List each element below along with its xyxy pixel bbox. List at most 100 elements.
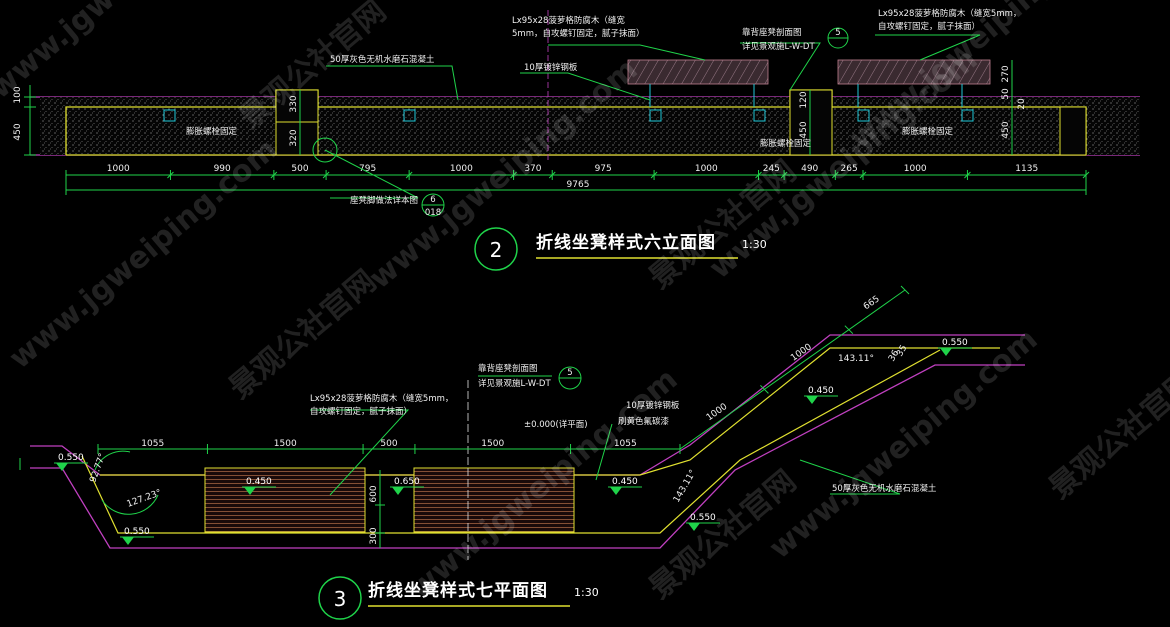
dim-right-3: 20	[1017, 98, 1027, 110]
plan-dim-vert-1: 600	[369, 485, 379, 502]
dim-post-b-1: 450	[799, 121, 809, 138]
plan-dim-diag-2: 665	[862, 294, 882, 312]
plan-note-steel-2: 刷黄色氟碳漆	[618, 416, 670, 427]
angle-3: 143.11°	[838, 354, 874, 364]
note-section-1: 靠背座凳剖面图	[742, 27, 802, 38]
note-wood-1: Lx95x28菠萝格防腐木（缝宽	[512, 15, 625, 26]
note-section-2: 详见景观施L-W-DT	[742, 41, 815, 52]
level-marker-3: 0.650	[390, 477, 424, 495]
title-circle-2	[474, 227, 518, 271]
plan-note-wood-2: 自攻螺钉固定，腻子抹面）	[310, 406, 412, 417]
wood-back-left	[627, 59, 769, 85]
plan-note-section-1: 靠背座凳剖面图	[478, 363, 538, 374]
level-value-5: 0.550	[690, 513, 716, 523]
note-section-no: 5	[835, 28, 840, 38]
level-value-2: 0.450	[246, 477, 272, 487]
plan-note-zero: ±0.000(详平面)	[524, 419, 588, 430]
title-no-3: 3	[334, 587, 347, 611]
level-marker-1: 0.550	[120, 527, 154, 545]
dim-post-a-1: 330	[289, 95, 299, 112]
scale-elevation: 1:30	[742, 238, 767, 251]
plan-dim-top-0: 1055	[141, 439, 164, 449]
note-wood-r-2: 自攻螺钉固定，腻子抹面）	[878, 21, 980, 32]
dim-left-2: 450	[13, 123, 23, 140]
level-value-7: 0.550	[942, 338, 968, 348]
dim-bottom-5: 370	[524, 164, 541, 174]
plan-dim-vert-2: 300	[369, 527, 379, 544]
note-bolt-mid: 膨胀螺栓固定	[760, 138, 812, 149]
angle-4: 143.11°	[672, 468, 699, 504]
plan-dim-diag-1: 1000	[789, 342, 814, 363]
title-circle-3	[318, 576, 362, 620]
dim-right-4: 450	[1001, 121, 1011, 138]
title-no-2: 2	[490, 238, 503, 262]
note-bolt-left: 膨胀螺栓固定	[186, 126, 238, 137]
dim-bottom-6: 975	[595, 164, 612, 174]
level-marker-6: 0.450	[804, 386, 838, 404]
watermark-cn-3: 景观公社官网	[223, 264, 383, 407]
bolt-markers	[163, 84, 974, 122]
dim-line-bottom	[66, 174, 1086, 191]
plan-dim-top-3: 1500	[481, 439, 504, 449]
plan-dim-small-2: 35	[895, 344, 909, 359]
dim-post-b-2: 120	[799, 91, 809, 108]
level-marker-0: 0.550	[54, 453, 88, 471]
dim-bottom-9: 490	[801, 164, 818, 174]
dim-right-1: 270	[1001, 65, 1011, 82]
dim-total: 9765	[567, 180, 590, 190]
plan-bench-left	[204, 467, 366, 533]
watermarks: www.jgweiping.com 景观公社官网 www.jgweiping.c…	[0, 0, 1170, 606]
level-marker-7: 0.550	[938, 338, 972, 356]
note-wood-2: 5mm，自攻螺钉固定，腻子抹面）	[512, 28, 644, 39]
plan-note-section-2: 详见景观施L-W-DT	[478, 378, 551, 389]
watermark-url-2: www.jgweiping.com	[3, 132, 285, 376]
scale-plan: 1:30	[574, 586, 599, 599]
level-marker-2: 0.450	[242, 477, 276, 495]
watermark-cn-5: 景观公社官网	[1043, 364, 1170, 507]
plan-note-concrete: 50厚灰色无机水磨石混凝土	[832, 483, 937, 494]
level-value-6: 0.450	[808, 386, 834, 396]
angle-2: 127.23°	[126, 488, 163, 510]
plan-note-wood-1: Lx95x28菠萝格防腐木（缝宽5mm，	[310, 393, 453, 404]
post-right	[789, 89, 833, 156]
dim-post-a-2: 320	[289, 129, 299, 146]
note-bolt-right: 膨胀螺栓固定	[902, 126, 954, 137]
level-value-0: 0.550	[58, 453, 84, 463]
title-plan: 折线坐凳样式七平面图	[368, 580, 548, 601]
plan-drawing: 1055 1500 500 1500 1055 1000 1000 665 600 300 3…	[19, 285, 1025, 620]
bench-outline	[65, 89, 1087, 155]
level-marker-4: 0.450	[608, 477, 642, 495]
dim-right-2: 50	[1001, 88, 1011, 100]
note-detail-no: 6	[430, 195, 435, 205]
note-steel: 10厚镀锌钢板	[524, 62, 578, 73]
dim-left-1: 100	[13, 86, 23, 103]
note-wood-r-1: Lx95x28菠萝格防腐木（缝宽5mm，	[878, 8, 1021, 19]
plan-dim-top-1: 1500	[274, 439, 297, 449]
dim-bottom-12: 1135	[1015, 164, 1038, 174]
dim-bottom-8: 245	[763, 164, 780, 174]
plan-bench-right	[413, 467, 575, 533]
dim-bottom-11: 1000	[904, 164, 927, 174]
level-value-4: 0.450	[612, 477, 638, 487]
watermark-url-1: www.jgweiping.com	[0, 0, 264, 106]
note-concrete: 50厚灰色无机水磨石混凝土	[330, 54, 435, 65]
level-marker-5: 0.550	[686, 513, 720, 531]
title-elevation: 折线坐凳样式六立面图	[536, 232, 716, 253]
level-value-1: 0.550	[124, 527, 150, 537]
plan-note-steel-1: 10厚镀锌钢板	[626, 400, 680, 411]
plan-dim-top-2: 500	[380, 439, 397, 449]
plan-note-section-no: 5	[567, 368, 572, 378]
plan-dim-diag-0: 1000	[705, 402, 730, 423]
dim-bottom-2: 500	[291, 164, 308, 174]
dim-bottom-0: 1000	[107, 164, 130, 174]
wood-back-right	[837, 59, 991, 85]
note-detail-sheet: 018	[425, 208, 441, 218]
note-detail: 座凳脚做法详本图	[350, 195, 418, 206]
dim-bottom-1: 990	[214, 164, 231, 174]
level-value-3: 0.650	[394, 477, 420, 487]
plan-dim-top-4: 1055	[614, 439, 637, 449]
dim-bottom-10: 265	[841, 164, 858, 174]
